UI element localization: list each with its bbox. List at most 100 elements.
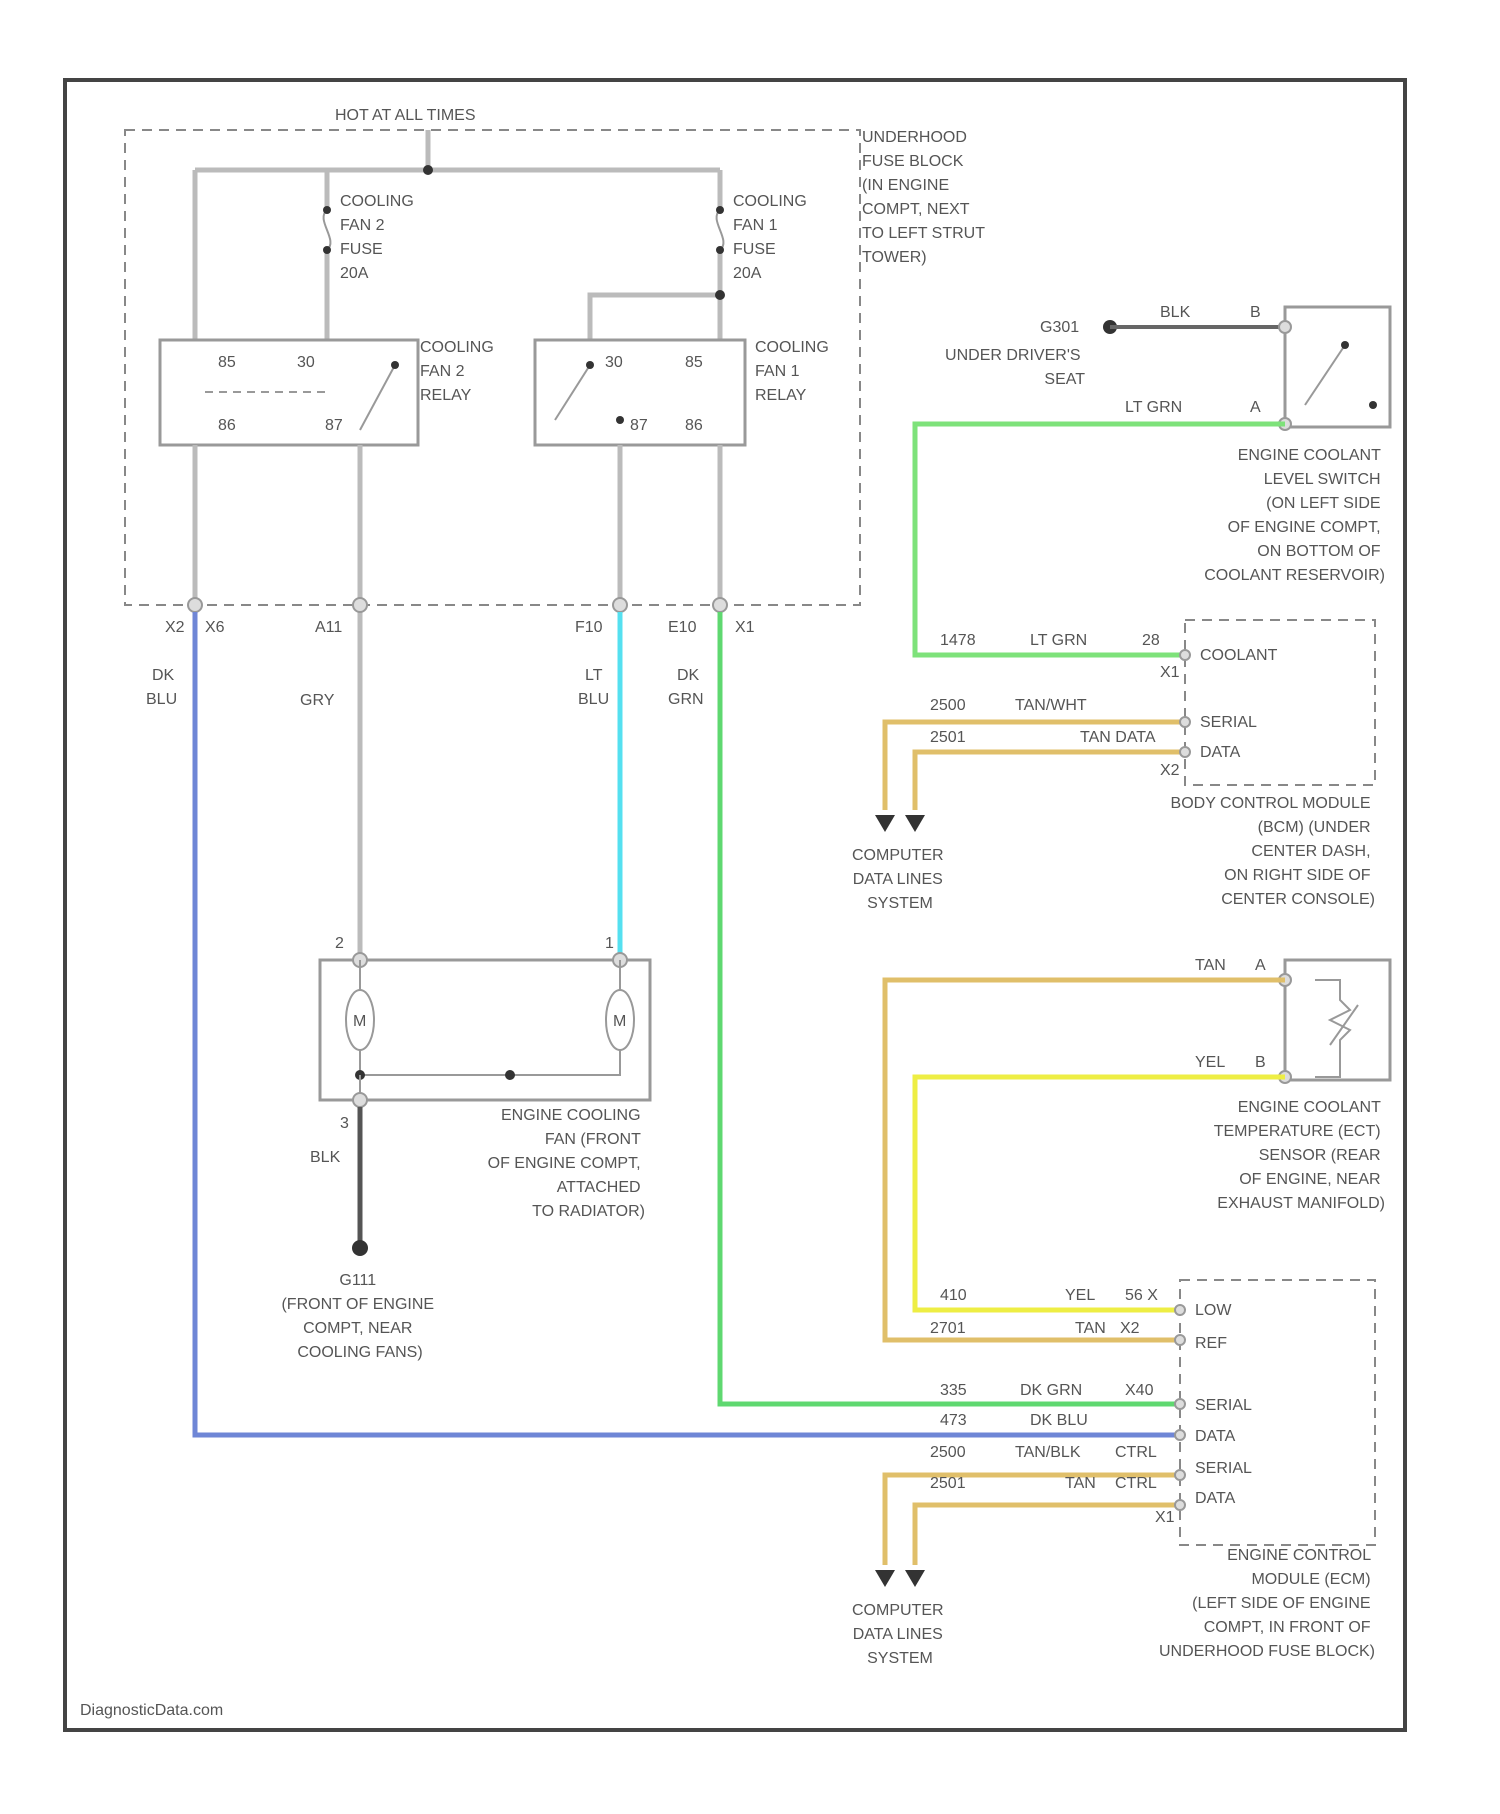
level-switch-wire-color: LT GRN <box>1125 399 1182 416</box>
engine-coolant-level-switch <box>1285 307 1390 427</box>
ecm-row-4: 473 DK BLU DATA <box>940 1412 1236 1445</box>
relay1-label: COOLING FAN 1 RELAY <box>755 339 833 404</box>
relay1-feed-wire <box>590 295 720 340</box>
fan-terminal-3 <box>353 1093 367 1107</box>
ecm-row-5-pin: CTRL <box>1115 1444 1157 1461</box>
ecm-row-6: 2501 TAN CTRL DATA <box>930 1475 1236 1507</box>
bcm-row-3-circuit: 2501 <box>930 729 966 746</box>
fan-splice-right <box>505 1070 515 1080</box>
connector-x1: X1 <box>735 619 755 636</box>
wire-dkgrn-label: DK GRN <box>668 667 704 708</box>
bcm-row-1-color: LT GRN <box>1030 632 1087 649</box>
ground-g301-label: UNDER DRIVER'S SEAT <box>945 347 1085 388</box>
ecm-row-5-circuit: 2500 <box>930 1444 966 1461</box>
bcm-data-arrows <box>875 815 925 832</box>
connector-a11: A11 <box>315 619 342 636</box>
bcm-row-2-term: SERIAL <box>1200 714 1257 731</box>
ecm-data-arrows <box>875 1570 925 1587</box>
level-switch-terminal-b <box>1279 321 1291 333</box>
fuse2-label: COOLING FAN 2 FUSE 20A <box>340 193 418 282</box>
hot-bus-wire <box>195 130 720 340</box>
fuse1-symbol <box>717 210 724 250</box>
wire-gry-label: GRY <box>300 692 335 709</box>
relay2-pin-30: 30 <box>297 354 315 371</box>
ecm-data-wire <box>915 1505 1180 1565</box>
fan-ground-wire-color: BLK <box>310 1149 341 1166</box>
bcm-data-lines-label: COMPUTER DATA LINES SYSTEM <box>852 847 948 912</box>
relay1-pin-86: 86 <box>685 417 703 434</box>
ground-g111-symbol <box>352 1240 368 1256</box>
ecm-row-3-term: SERIAL <box>1195 1397 1252 1414</box>
ecm-row-3-pin: X40 <box>1125 1382 1154 1399</box>
ecm-row-3-circuit: 335 <box>940 1382 967 1399</box>
ecm-row-6-circuit: 2501 <box>930 1475 966 1492</box>
g301-wire-pin: B <box>1250 304 1261 321</box>
ect-label: ENGINE COOLANT TEMPERATURE (ECT) SENSOR … <box>1214 1099 1385 1212</box>
bcm-row-3-color: TAN DATA <box>1080 729 1156 746</box>
bcm-row-1-pin: 28 <box>1142 632 1160 649</box>
bcm-row-1-circuit: 1478 <box>940 632 976 649</box>
ground-g301-id: G301 <box>1040 319 1079 336</box>
lt-grn-wire <box>915 424 1285 655</box>
ecm-row-2-circuit: 2701 <box>930 1320 966 1337</box>
connector-x6: X6 <box>205 619 225 636</box>
level-switch-wire-pin: A <box>1250 399 1261 416</box>
fan-motor-1-label: M <box>613 1013 626 1030</box>
fan-label: ENGINE COOLING FAN (FRONT OF ENGINE COMP… <box>488 1107 645 1220</box>
g301-wire-color: BLK <box>1160 304 1191 321</box>
relay2-label: COOLING FAN 2 RELAY <box>420 339 498 404</box>
bcm-row-3-conn: X2 <box>1160 762 1180 779</box>
wire-ltblu-label: LT BLU <box>578 667 609 708</box>
fan-pin-1: 1 <box>605 935 614 952</box>
ecm-row-5-color: TAN/BLK <box>1015 1444 1081 1461</box>
relay1-contact-87 <box>616 416 624 424</box>
wire-left-color: DK BLU <box>146 667 179 708</box>
fan-motor-2-label: M <box>353 1013 366 1030</box>
relay2-pin-87: 87 <box>325 417 343 434</box>
watermark: DiagnosticData.com <box>80 1702 223 1719</box>
relay1-pin-87: 87 <box>630 417 648 434</box>
ecm-row-5-term: SERIAL <box>1195 1460 1252 1477</box>
bcm-row-1-term: COOLANT <box>1200 647 1278 664</box>
ecm-conn-x1: X1 <box>1155 1509 1175 1526</box>
connector-row <box>188 598 727 612</box>
fuse1-terminal-bottom <box>716 246 724 254</box>
bcm-label: BODY CONTROL MODULE (BCM) (UNDER CENTER … <box>1171 795 1375 908</box>
ground-g111-label: G111 (FRONT OF ENGINE COMPT, NEAR COOLIN… <box>281 1272 438 1361</box>
bus-splice <box>423 165 433 175</box>
fuse2-terminal-top <box>323 206 331 214</box>
ect-wire-b-pin: B <box>1255 1054 1266 1071</box>
fuse-block-label: UNDERHOOD FUSE BLOCK (IN ENGINE COMPT, N… <box>862 129 989 266</box>
top-note: HOT AT ALL TIMES <box>335 107 476 124</box>
ecm-row-4-color: DK BLU <box>1030 1412 1088 1429</box>
ect-wire-b-color: YEL <box>1195 1054 1225 1071</box>
fuse1-label: COOLING FAN 1 FUSE 20A <box>733 193 811 282</box>
ecm-row-1-pin: 56 X <box>1125 1287 1158 1304</box>
ecm-row-5: 2500 TAN/BLK CTRL SERIAL <box>930 1444 1252 1477</box>
ect-wire-a-pin: A <box>1255 957 1266 974</box>
ecm-row-2-term: REF <box>1195 1335 1227 1352</box>
connector-x2: X2 <box>165 619 185 636</box>
ecm-data-lines-label: COMPUTER DATA LINES SYSTEM <box>852 1602 948 1667</box>
ecm-row-3: 335 DK GRN X40 SERIAL <box>940 1382 1252 1414</box>
ecm-row-6-pin: CTRL <box>1115 1475 1157 1492</box>
fan-pin-2: 2 <box>335 935 344 952</box>
ecm-terminals <box>1175 1305 1185 1510</box>
level-switch-dot-2 <box>1369 401 1377 409</box>
relay1-pin-30: 30 <box>605 354 623 371</box>
bcm-row-2-color: TAN/WHT <box>1015 697 1087 714</box>
level-switch-label: ENGINE COOLANT LEVEL SWITCH (ON LEFT SID… <box>1204 447 1385 584</box>
relay2-pin-85: 85 <box>218 354 236 371</box>
bcm-row-2-circuit: 2500 <box>930 697 966 714</box>
ecm-label: ENGINE CONTROL MODULE (ECM) (LEFT SIDE O… <box>1159 1547 1375 1660</box>
fan-pin-3: 3 <box>340 1115 349 1132</box>
fuse2-terminal-bottom <box>323 246 331 254</box>
relay1-feed-splice <box>715 290 725 300</box>
connector-e10: E10 <box>668 619 697 636</box>
ecm-row-1-term: LOW <box>1195 1302 1232 1319</box>
relay1-pin-85: 85 <box>685 354 703 371</box>
ecm-row-6-color: TAN <box>1065 1475 1096 1492</box>
fuse1-terminal-top <box>716 206 724 214</box>
ecm-row-6-term: DATA <box>1195 1490 1236 1507</box>
